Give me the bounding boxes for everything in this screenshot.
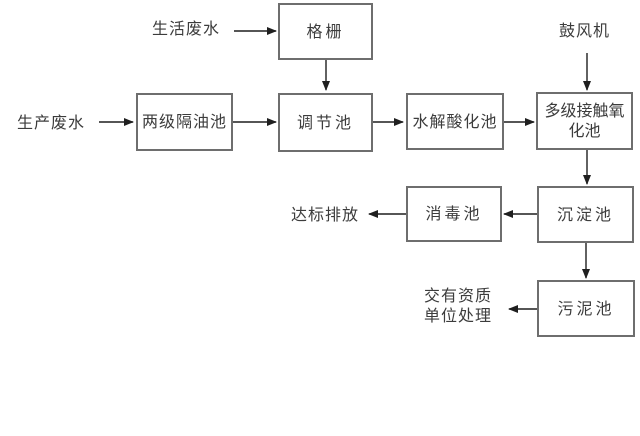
label-blower: 鼓风机 [559,21,611,40]
box-bar-screen: 格栅 [278,3,373,60]
box-oxidation-tank: 多级接触氧 化池 [536,92,633,150]
box-sedimentation-tank-label: 沉淀池 [556,204,614,224]
box-hydrolysis-tank: 水解酸化池 [406,93,504,150]
box-oxidation-tank-label: 多级接触氧 化池 [544,101,625,140]
box-hydrolysis-tank-label: 水解酸化池 [412,111,498,131]
label-production-wastewater: 生产废水 [17,113,86,132]
box-sludge-tank: 污泥池 [537,280,635,337]
box-regulating-tank: 调节池 [278,93,373,152]
box-oil-separator-label: 两级隔油池 [141,112,227,131]
box-regulating-tank-label: 调节池 [296,112,354,132]
box-disinfection-tank: 消毒池 [406,186,502,242]
label-qualified-unit-disposal: 交有资质 单位处理 [424,286,493,325]
box-sedimentation-tank: 沉淀池 [537,186,634,243]
box-sludge-tank-label: 污泥池 [557,298,615,318]
box-disinfection-tank-label: 消毒池 [425,204,483,223]
box-oil-separator: 两级隔油池 [136,93,233,151]
box-bar-screen-label: 格栅 [306,21,345,41]
label-standard-discharge: 达标排放 [291,205,360,224]
label-domestic-wastewater: 生活废水 [152,19,221,38]
